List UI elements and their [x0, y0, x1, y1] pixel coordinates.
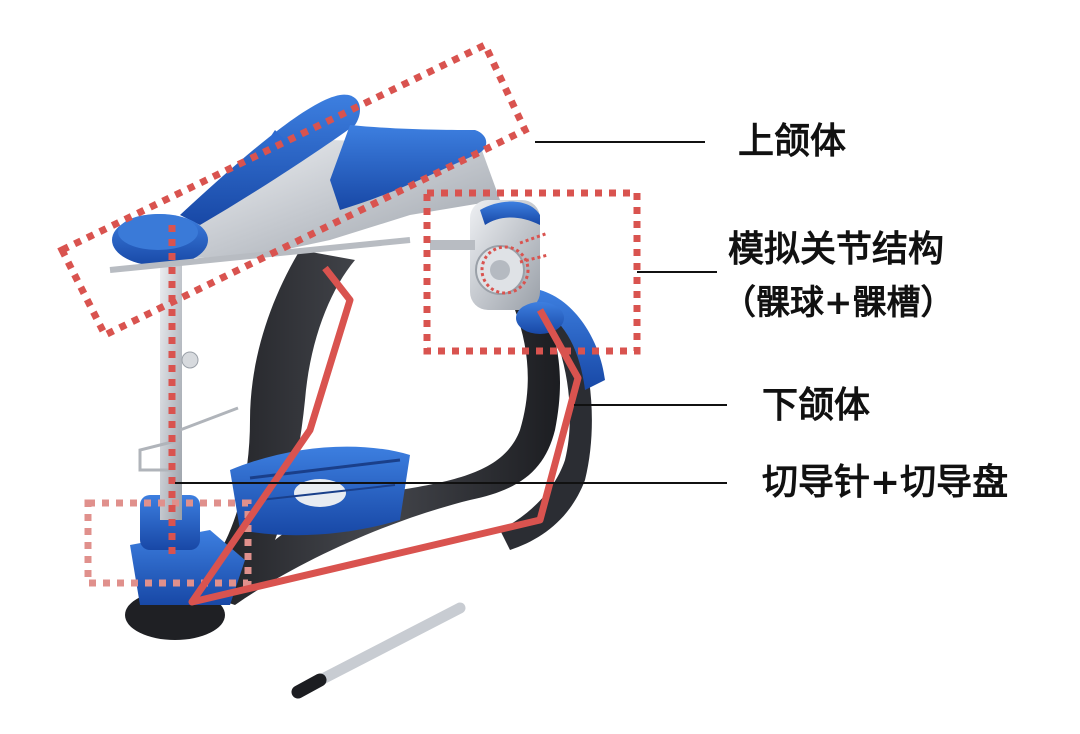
incisal-pin	[138, 250, 239, 520]
leader-lines	[175, 141, 727, 484]
condylar-box	[423, 189, 641, 355]
loose-pin	[291, 602, 466, 699]
label-upper-member: 上颌体	[738, 121, 847, 162]
upper-member-box	[57, 40, 530, 340]
condyle-guide	[519, 231, 549, 264]
base-foot	[125, 495, 245, 640]
label-condylar-mechanism: 模拟关节结构	[728, 229, 945, 270]
highlight-boxes	[57, 40, 641, 587]
lower-member-outline	[188, 265, 582, 606]
label-lower-member: 下颌体	[762, 385, 871, 426]
label-condylar-detail: （髁球+髁槽）	[722, 283, 955, 323]
label-incisal-guide: 切导针+切导盘	[762, 462, 1009, 503]
condyle-circle	[480, 245, 530, 295]
incisal-box	[84, 499, 252, 587]
